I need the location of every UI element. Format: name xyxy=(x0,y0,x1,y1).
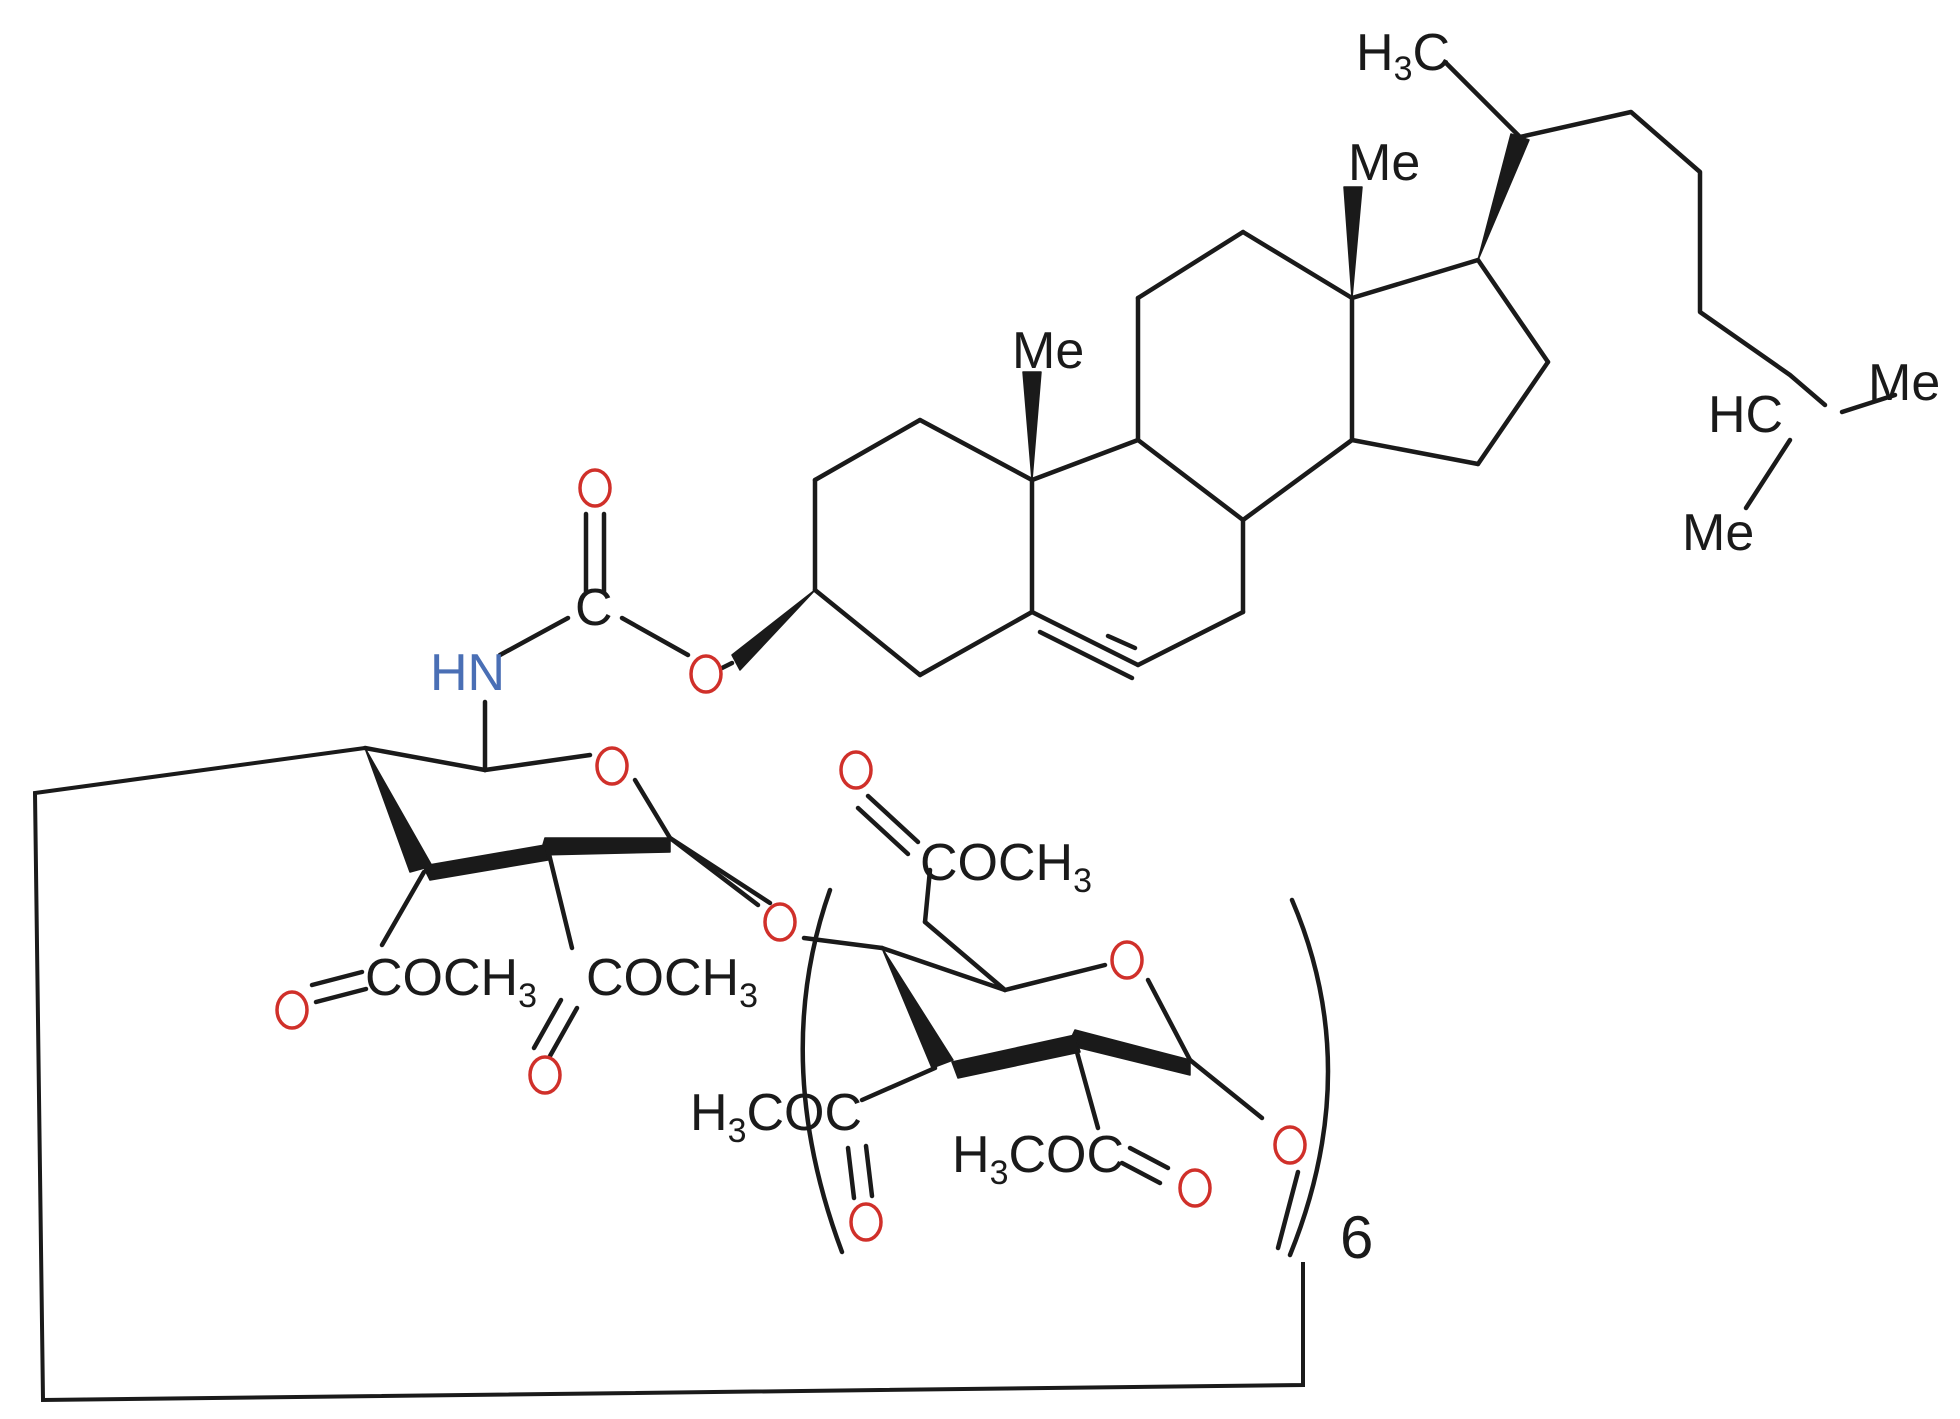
iso-methyl-bond-2 xyxy=(1743,437,1793,511)
label-h3coc-left: H3COC xyxy=(690,1084,862,1150)
oxygen-acetyl1 xyxy=(275,990,309,1030)
macrocycle-frame xyxy=(32,746,1305,1403)
label-me-c13: Me xyxy=(1348,134,1420,192)
oxygen-acetyl-left xyxy=(849,1202,883,1242)
label-h3c-top: H3C xyxy=(1356,24,1450,88)
label-hc: HC xyxy=(1708,386,1783,444)
ring2-acetyl-left-double-1 xyxy=(845,1145,857,1201)
c5-c6-double-bond xyxy=(1037,629,1135,681)
ring2-acetyl-left-double-2 xyxy=(863,1143,875,1199)
repeat-bracket-left xyxy=(800,887,845,1255)
glucose-ring-2 xyxy=(879,945,1265,1121)
acetyl1-c-o-double-2 xyxy=(313,986,369,1005)
glycosidic-bond-1 xyxy=(667,835,761,908)
oxygen-acetyl2 xyxy=(528,1055,562,1095)
label-repeat-count: 6 xyxy=(1340,1204,1373,1271)
o-c3-bond xyxy=(719,660,735,671)
label-acetyl3: COCH3 xyxy=(920,834,1092,900)
label-carbamate-c: C xyxy=(575,579,613,637)
c17-sidechain-wedge xyxy=(1477,133,1530,261)
oxygen-glycosidic xyxy=(763,902,797,942)
c10-methyl-wedge xyxy=(1022,371,1042,481)
oxygen-acetyl3 xyxy=(839,750,873,790)
oxygen-carbamate-ester xyxy=(689,654,723,694)
steroid-rings xyxy=(540,229,1551,830)
ring2-acetyl-right-bond xyxy=(1072,1042,1101,1131)
side-chain xyxy=(1517,109,1828,408)
acetyl2-c-o-double-1 xyxy=(531,997,564,1051)
label-acetyl2: COCH3 xyxy=(586,949,758,1015)
c20-methyl-bond xyxy=(1442,59,1523,140)
carbamate-c-n-bond xyxy=(497,615,571,658)
ring2-acetyl-right-double-1 xyxy=(1127,1145,1171,1171)
oxygen-o6 xyxy=(1273,1125,1307,1165)
repeat-bracket-right xyxy=(1287,897,1331,1258)
glucose-ring-1 xyxy=(362,745,773,951)
label-h3coc-right: H3COC xyxy=(952,1126,1124,1192)
oxygen-atoms xyxy=(275,468,1307,1242)
label-me-c10: Me xyxy=(1012,322,1084,380)
c13-methyl-wedge xyxy=(1343,186,1363,299)
label-acetyl1: COCH3 xyxy=(365,949,537,1015)
oxygen-acetyl-right xyxy=(1178,1168,1212,1208)
carbamate-o-c-bond xyxy=(619,615,691,658)
o-to-frame-bond xyxy=(1275,1169,1301,1251)
ring2-acetyl-right-double-2 xyxy=(1119,1160,1163,1186)
c3-oxygen-wedge xyxy=(731,589,816,671)
oxygen-ring1 xyxy=(595,746,629,786)
label-me-iso2: Me xyxy=(1682,504,1754,562)
label-me-iso1: Me xyxy=(1868,354,1940,412)
c6-ch2-bond-1 xyxy=(922,919,1008,993)
iso-methyl-bond-1 xyxy=(1839,392,1898,415)
c6-ch2-bond-2 xyxy=(922,867,933,925)
oxygen-ring2 xyxy=(1110,940,1144,980)
acetyl1-c-o-double-1 xyxy=(309,969,365,988)
oxygen-carbamate-carbonyl xyxy=(578,468,612,508)
label-hn: HN xyxy=(430,644,505,702)
acetyl3-c-o-double-2 xyxy=(855,805,911,857)
acetyl3-c-o-double-1 xyxy=(865,793,921,845)
acetyl2-c-o-double-2 xyxy=(547,1005,580,1059)
ring2-acetyl-left-bond xyxy=(859,1065,938,1103)
